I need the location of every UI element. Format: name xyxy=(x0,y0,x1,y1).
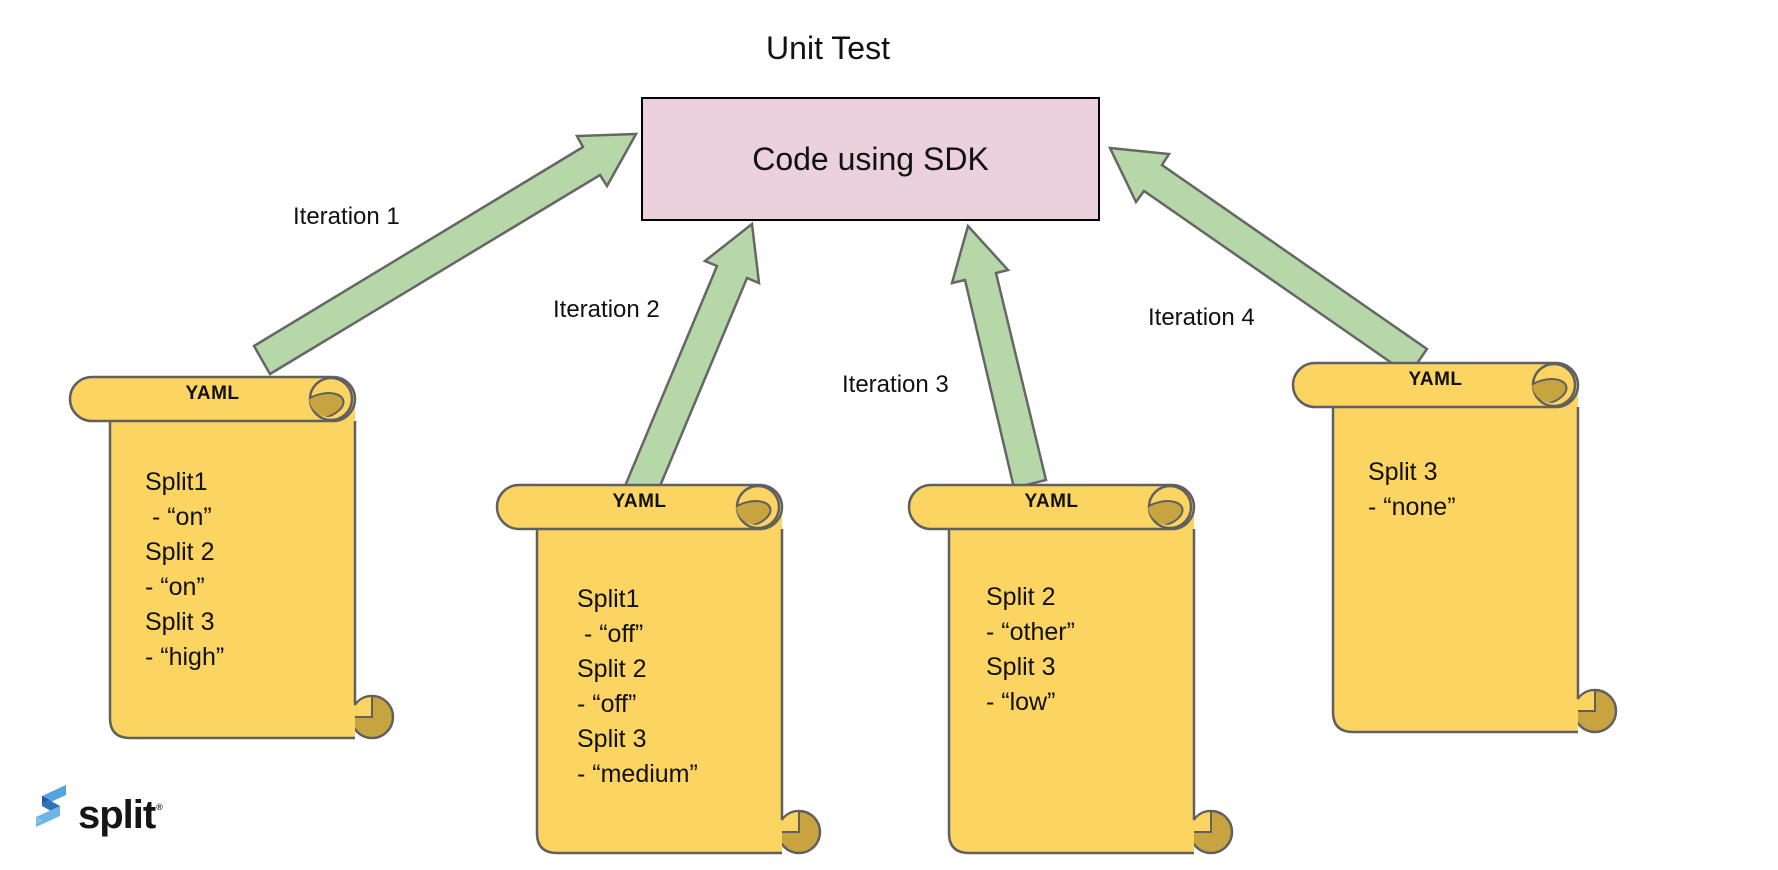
page-title: Unit Test xyxy=(766,30,890,66)
iteration-2-label: Iteration 2 xyxy=(553,296,660,323)
scroll-shape xyxy=(68,375,395,740)
sdk-box: Code using SDK xyxy=(641,97,1100,221)
iteration-3-label: Iteration 3 xyxy=(842,371,949,398)
scroll-line: Split 3 xyxy=(986,653,1056,681)
yaml-header-label: YAML xyxy=(612,491,667,512)
scroll-line: - “medium” xyxy=(577,760,698,788)
sdk-box-label: Code using SDK xyxy=(752,140,989,177)
scroll-line: Split 2 xyxy=(986,583,1056,611)
arrow-iteration-3 xyxy=(950,223,1048,490)
split-logo-mark-icon xyxy=(36,785,66,827)
scroll-line: Split 3 xyxy=(145,608,215,636)
scroll-line: - “off” xyxy=(577,620,644,648)
yaml-header-label: YAML xyxy=(1024,491,1079,512)
split-logo-text: split® xyxy=(78,783,163,839)
scroll-line: - “other” xyxy=(986,618,1075,646)
yaml-scroll-1: YAML Split1 - “on” Split 2 - “on” Split … xyxy=(68,375,398,741)
yaml-header-label: YAML xyxy=(1408,369,1463,390)
scroll-line: - “low” xyxy=(986,688,1056,716)
scroll-line: Split 2 xyxy=(145,538,215,566)
scroll-line: - “on” xyxy=(145,573,205,601)
scroll-line: Split 3 xyxy=(577,725,647,753)
arrow-iteration-4 xyxy=(1107,146,1429,377)
split-logo: split® xyxy=(34,783,163,839)
trademark-symbol: ® xyxy=(156,802,163,812)
scroll-line: Split1 xyxy=(577,585,640,613)
split-logo-wordmark: split xyxy=(78,793,156,837)
scroll-line: Split 2 xyxy=(577,655,647,683)
yaml-scroll-4: YAML Split 3 - “none” xyxy=(1291,361,1621,735)
scroll-shape xyxy=(1291,361,1618,734)
scroll-line: - “high” xyxy=(145,643,225,671)
scroll-text-block: Split 2 - “other” Split 3 - “low” xyxy=(986,580,1075,720)
iteration-4-label: Iteration 4 xyxy=(1148,304,1255,331)
scroll-line: - “on” xyxy=(145,503,212,531)
scroll-shape xyxy=(907,483,1234,855)
scroll-line: Split1 xyxy=(145,468,208,496)
scroll-line: Split 3 xyxy=(1368,458,1438,486)
scroll-text-block: Split1 - “on” Split 2 - “on” Split 3 - “… xyxy=(145,465,224,675)
scroll-line: - “off” xyxy=(577,690,637,718)
arrow-iteration-1 xyxy=(252,132,639,376)
arrow-iteration-2 xyxy=(623,221,761,500)
scroll-line: - “none” xyxy=(1368,493,1456,521)
yaml-scroll-2: YAML Split1 - “off” Split 2 - “off” Spli… xyxy=(495,483,825,856)
iteration-1-label: Iteration 1 xyxy=(293,203,400,230)
yaml-header-label: YAML xyxy=(185,383,240,404)
scroll-shape xyxy=(495,483,822,855)
yaml-scroll-3: YAML Split 2 - “other” Split 3 - “low” xyxy=(907,483,1237,856)
scroll-text-block: Split 3 - “none” xyxy=(1368,455,1456,525)
scroll-text-block: Split1 - “off” Split 2 - “off” Split 3 -… xyxy=(577,582,698,792)
